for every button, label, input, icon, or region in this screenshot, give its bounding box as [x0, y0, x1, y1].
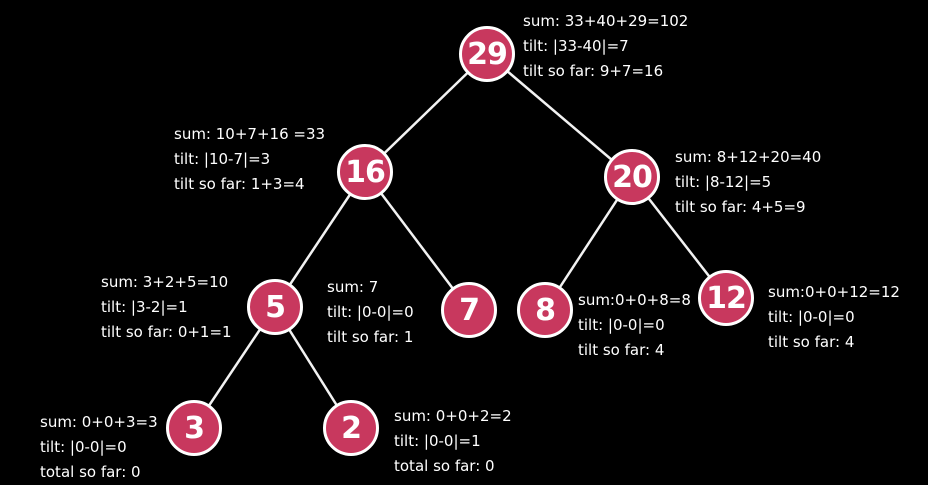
node-12: 12: [698, 270, 754, 326]
label-tilt: tilt: |0-0|=1: [394, 432, 481, 450]
node-7: 7: [441, 282, 497, 338]
label-tilt: tilt: |0-0|=0: [327, 303, 414, 321]
label-29: sum: 33+40+29=102 tilt: |33-40|=7 tilt s…: [523, 9, 688, 84]
label-tilt: tilt: |33-40|=7: [523, 37, 629, 55]
label-sum: sum: 0+0+2=2: [394, 407, 512, 425]
label-sum: sum: 8+12+20=40: [675, 148, 822, 166]
label-tilt-so-far: tilt so far: 4+5=9: [675, 198, 806, 216]
label-tilt: tilt: |3-2|=1: [101, 298, 188, 316]
node-3: 3: [166, 400, 222, 456]
label-5: sum: 3+2+5=10 tilt: |3-2|=1 tilt so far:…: [101, 270, 232, 345]
label-tilt: tilt: |0-0|=0: [768, 308, 855, 326]
label-tilt-so-far: tilt so far: 4: [768, 333, 855, 351]
label-tilt: tilt: |10-7|=3: [174, 150, 271, 168]
node-16: 16: [337, 144, 393, 200]
label-sum: sum:0+0+8=8: [578, 291, 691, 309]
edge-29-20: [486, 53, 633, 178]
label-tilt-so-far: tilt so far: 4: [578, 341, 665, 359]
label-sum: sum: 33+40+29=102: [523, 12, 689, 30]
label-tilt-so-far: tilt so far: 1+3=4: [174, 175, 305, 193]
label-sum: sum: 3+2+5=10: [101, 273, 229, 291]
label-total-so-far: total so far: 0: [394, 457, 495, 475]
label-sum: sum: 10+7+16 =33: [174, 125, 326, 143]
label-sum: sum:0+0+12=12: [768, 283, 900, 301]
label-tilt: tilt: |8-12|=5: [675, 173, 772, 191]
label-2: sum: 0+0+2=2 tilt: |0-0|=1 total so far:…: [394, 404, 512, 479]
label-tilt-so-far: tilt so far: 1: [327, 328, 414, 346]
node-8: 8: [517, 282, 573, 338]
label-total-so-far: total so far: 0: [40, 463, 141, 481]
node-2: 2: [323, 400, 379, 456]
label-sum: sum: 7: [327, 278, 379, 296]
label-tilt-so-far: tilt so far: 9+7=16: [523, 62, 664, 80]
label-tilt-so-far: tilt so far: 0+1=1: [101, 323, 232, 341]
label-3: sum: 0+0+3=3 tilt: |0-0|=0 total so far:…: [40, 410, 158, 485]
node-20: 20: [604, 149, 660, 205]
label-tilt: tilt: |0-0|=0: [578, 316, 665, 334]
node-29: 29: [459, 26, 515, 82]
label-12: sum:0+0+12=12 tilt: |0-0|=0 tilt so far:…: [768, 280, 900, 355]
node-5: 5: [247, 279, 303, 335]
label-8: sum:0+0+8=8 tilt: |0-0|=0 tilt so far: 4: [578, 288, 691, 363]
label-7: sum: 7 tilt: |0-0|=0 tilt so far: 1: [327, 275, 414, 350]
label-sum: sum: 0+0+3=3: [40, 413, 158, 431]
label-20: sum: 8+12+20=40 tilt: |8-12|=5 tilt so f…: [675, 145, 821, 220]
label-16: sum: 10+7+16 =33 tilt: |10-7|=3 tilt so …: [174, 122, 325, 197]
label-tilt: tilt: |0-0|=0: [40, 438, 127, 456]
